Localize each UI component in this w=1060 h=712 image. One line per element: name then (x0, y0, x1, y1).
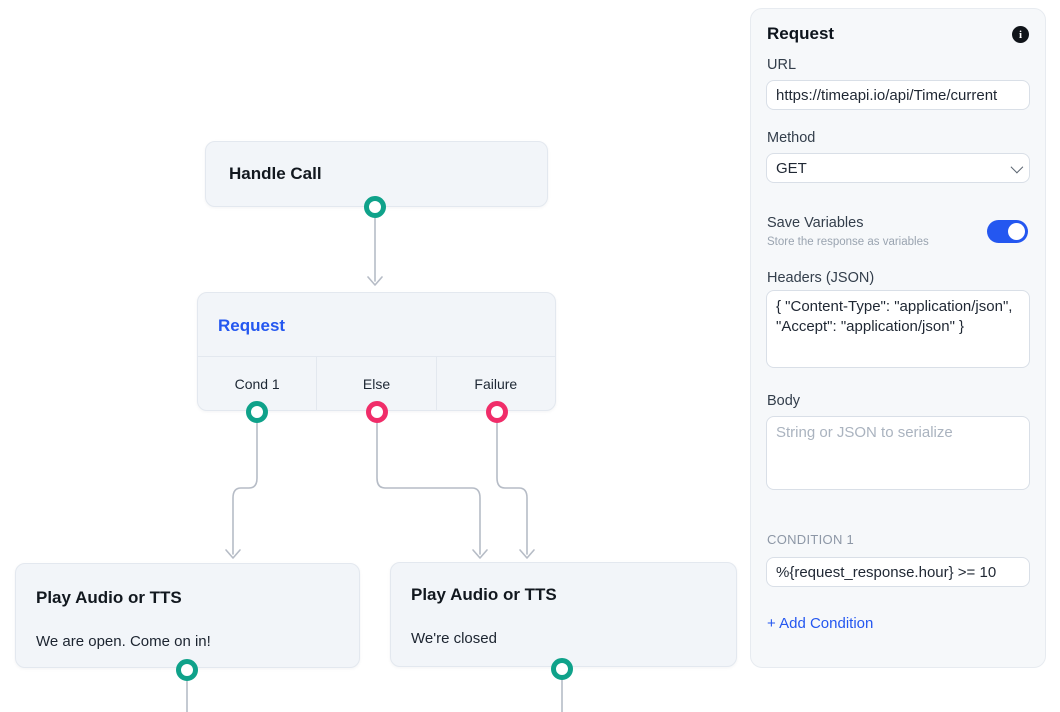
node-title: Request (218, 316, 286, 335)
edge-arrow (519, 549, 535, 559)
node-title: Handle Call (229, 164, 322, 183)
node-play-audio-open[interactable]: Play Audio or TTS We are open. Come on i… (15, 563, 360, 668)
edge-else-closed (376, 421, 481, 555)
edge-arrow (225, 549, 241, 559)
info-icon[interactable]: i (1012, 26, 1029, 43)
save-variables-sublabel: Store the response as variables (767, 236, 929, 248)
body-label: Body (767, 393, 801, 409)
edge-cond1-open (232, 421, 258, 555)
port-open-out[interactable] (176, 659, 198, 681)
node-title: Play Audio or TTS (411, 585, 557, 604)
edge-arrow (472, 549, 488, 559)
method-label: Method (767, 130, 816, 146)
branch-label: Failure (474, 375, 518, 392)
add-condition-link[interactable]: + Add Condition (767, 615, 874, 632)
node-request[interactable]: Request Cond 1 Else Failure (197, 292, 556, 411)
toggle-knob (1008, 223, 1025, 240)
body-textarea[interactable] (766, 416, 1030, 490)
node-subtitle: We are open. Come on in! (36, 633, 211, 650)
condition-1-input[interactable] (766, 557, 1030, 587)
port-else-out[interactable] (366, 401, 388, 423)
request-properties-panel: Request i URL Method GET Save Variables … (750, 8, 1046, 668)
method-select[interactable]: GET (766, 153, 1030, 183)
node-subtitle: We're closed (411, 630, 497, 647)
edge-failure-closed (496, 421, 528, 555)
port-failure-out[interactable] (486, 401, 508, 423)
chevron-down-icon (1010, 160, 1024, 173)
headers-label: Headers (JSON) (767, 270, 875, 286)
branch-row: Cond 1 Else Failure (198, 356, 555, 410)
save-variables-toggle[interactable] (987, 220, 1028, 243)
headers-textarea[interactable]: { "Content-Type": "application/json", "A… (766, 290, 1030, 368)
branch-cond1: Cond 1 (198, 357, 316, 410)
branch-else: Else (316, 357, 435, 410)
port-handle-call-out[interactable] (364, 196, 386, 218)
url-input[interactable] (766, 80, 1030, 110)
branch-failure: Failure (435, 357, 555, 410)
save-variables-label: Save Variables (767, 215, 864, 231)
node-title: Play Audio or TTS (36, 588, 182, 607)
branch-label: Else (362, 375, 391, 392)
edge-arrow (367, 276, 383, 286)
port-cond1-out[interactable] (246, 401, 268, 423)
branch-label: Cond 1 (234, 375, 280, 392)
url-label: URL (767, 57, 797, 73)
method-value: GET (776, 159, 807, 177)
port-closed-out[interactable] (551, 658, 573, 680)
node-play-audio-closed[interactable]: Play Audio or TTS We're closed (390, 562, 737, 667)
condition-1-label: CONDITION 1 (767, 532, 855, 547)
panel-title: Request (767, 24, 835, 43)
